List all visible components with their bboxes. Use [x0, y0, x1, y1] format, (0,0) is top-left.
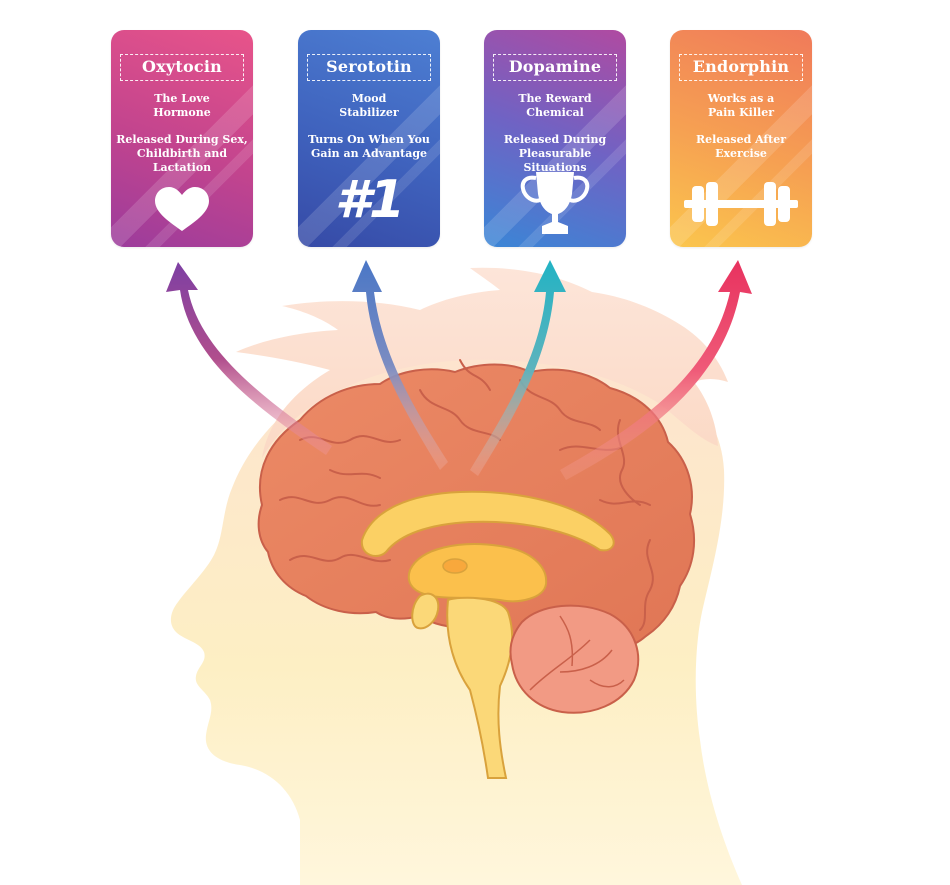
card-subtitle: The Reward Chemical — [518, 92, 592, 119]
card-subtitle: Works as a Pain Killer — [707, 92, 775, 119]
card-title: Endorphin — [679, 54, 803, 81]
arrow-oxytocin — [166, 262, 332, 455]
corpus-callosum — [360, 490, 615, 557]
card-title: Oxytocin — [120, 54, 244, 81]
card-title: Dopamine — [493, 54, 617, 81]
number-one-icon: #1 — [334, 170, 405, 230]
dumbbell-icon — [684, 182, 798, 226]
arrow-serotonin — [352, 260, 448, 470]
arrow-endorphin — [560, 260, 752, 480]
card-description: Released After Exercise — [695, 133, 787, 160]
card-description: Turns On When You Gain an Advantage — [308, 133, 430, 160]
cerebellum-branches — [529, 615, 625, 691]
card-serotonin: Serototin Mood Stabilizer Turns On When … — [298, 30, 440, 247]
card-shine — [298, 30, 440, 247]
card-oxytocin: Oxytocin The Love Hormone Released Durin… — [111, 30, 253, 247]
brainstem — [446, 596, 514, 779]
card-subtitle: The Love Hormone — [153, 92, 211, 119]
card-description: Released During Pleasurable Situations — [503, 133, 607, 174]
thalamus — [407, 543, 548, 603]
card-title: Serototin — [307, 54, 431, 81]
card-description: Released During Sex, Childbirth and Lact… — [116, 133, 248, 174]
heart-icon — [155, 187, 209, 231]
card-endorphin: Endorphin Works as a Pain Killer Release… — [670, 30, 812, 247]
hair — [236, 267, 728, 458]
trophy-icon — [520, 172, 590, 234]
card-subtitle: Mood Stabilizer — [339, 92, 399, 119]
card-dopamine: Dopamine The Reward Chemical Released Du… — [484, 30, 626, 247]
cerebellum — [509, 604, 640, 714]
arrows — [166, 260, 752, 480]
pituitary — [411, 592, 440, 630]
pineal — [442, 558, 468, 574]
arrow-dopamine — [470, 260, 566, 476]
